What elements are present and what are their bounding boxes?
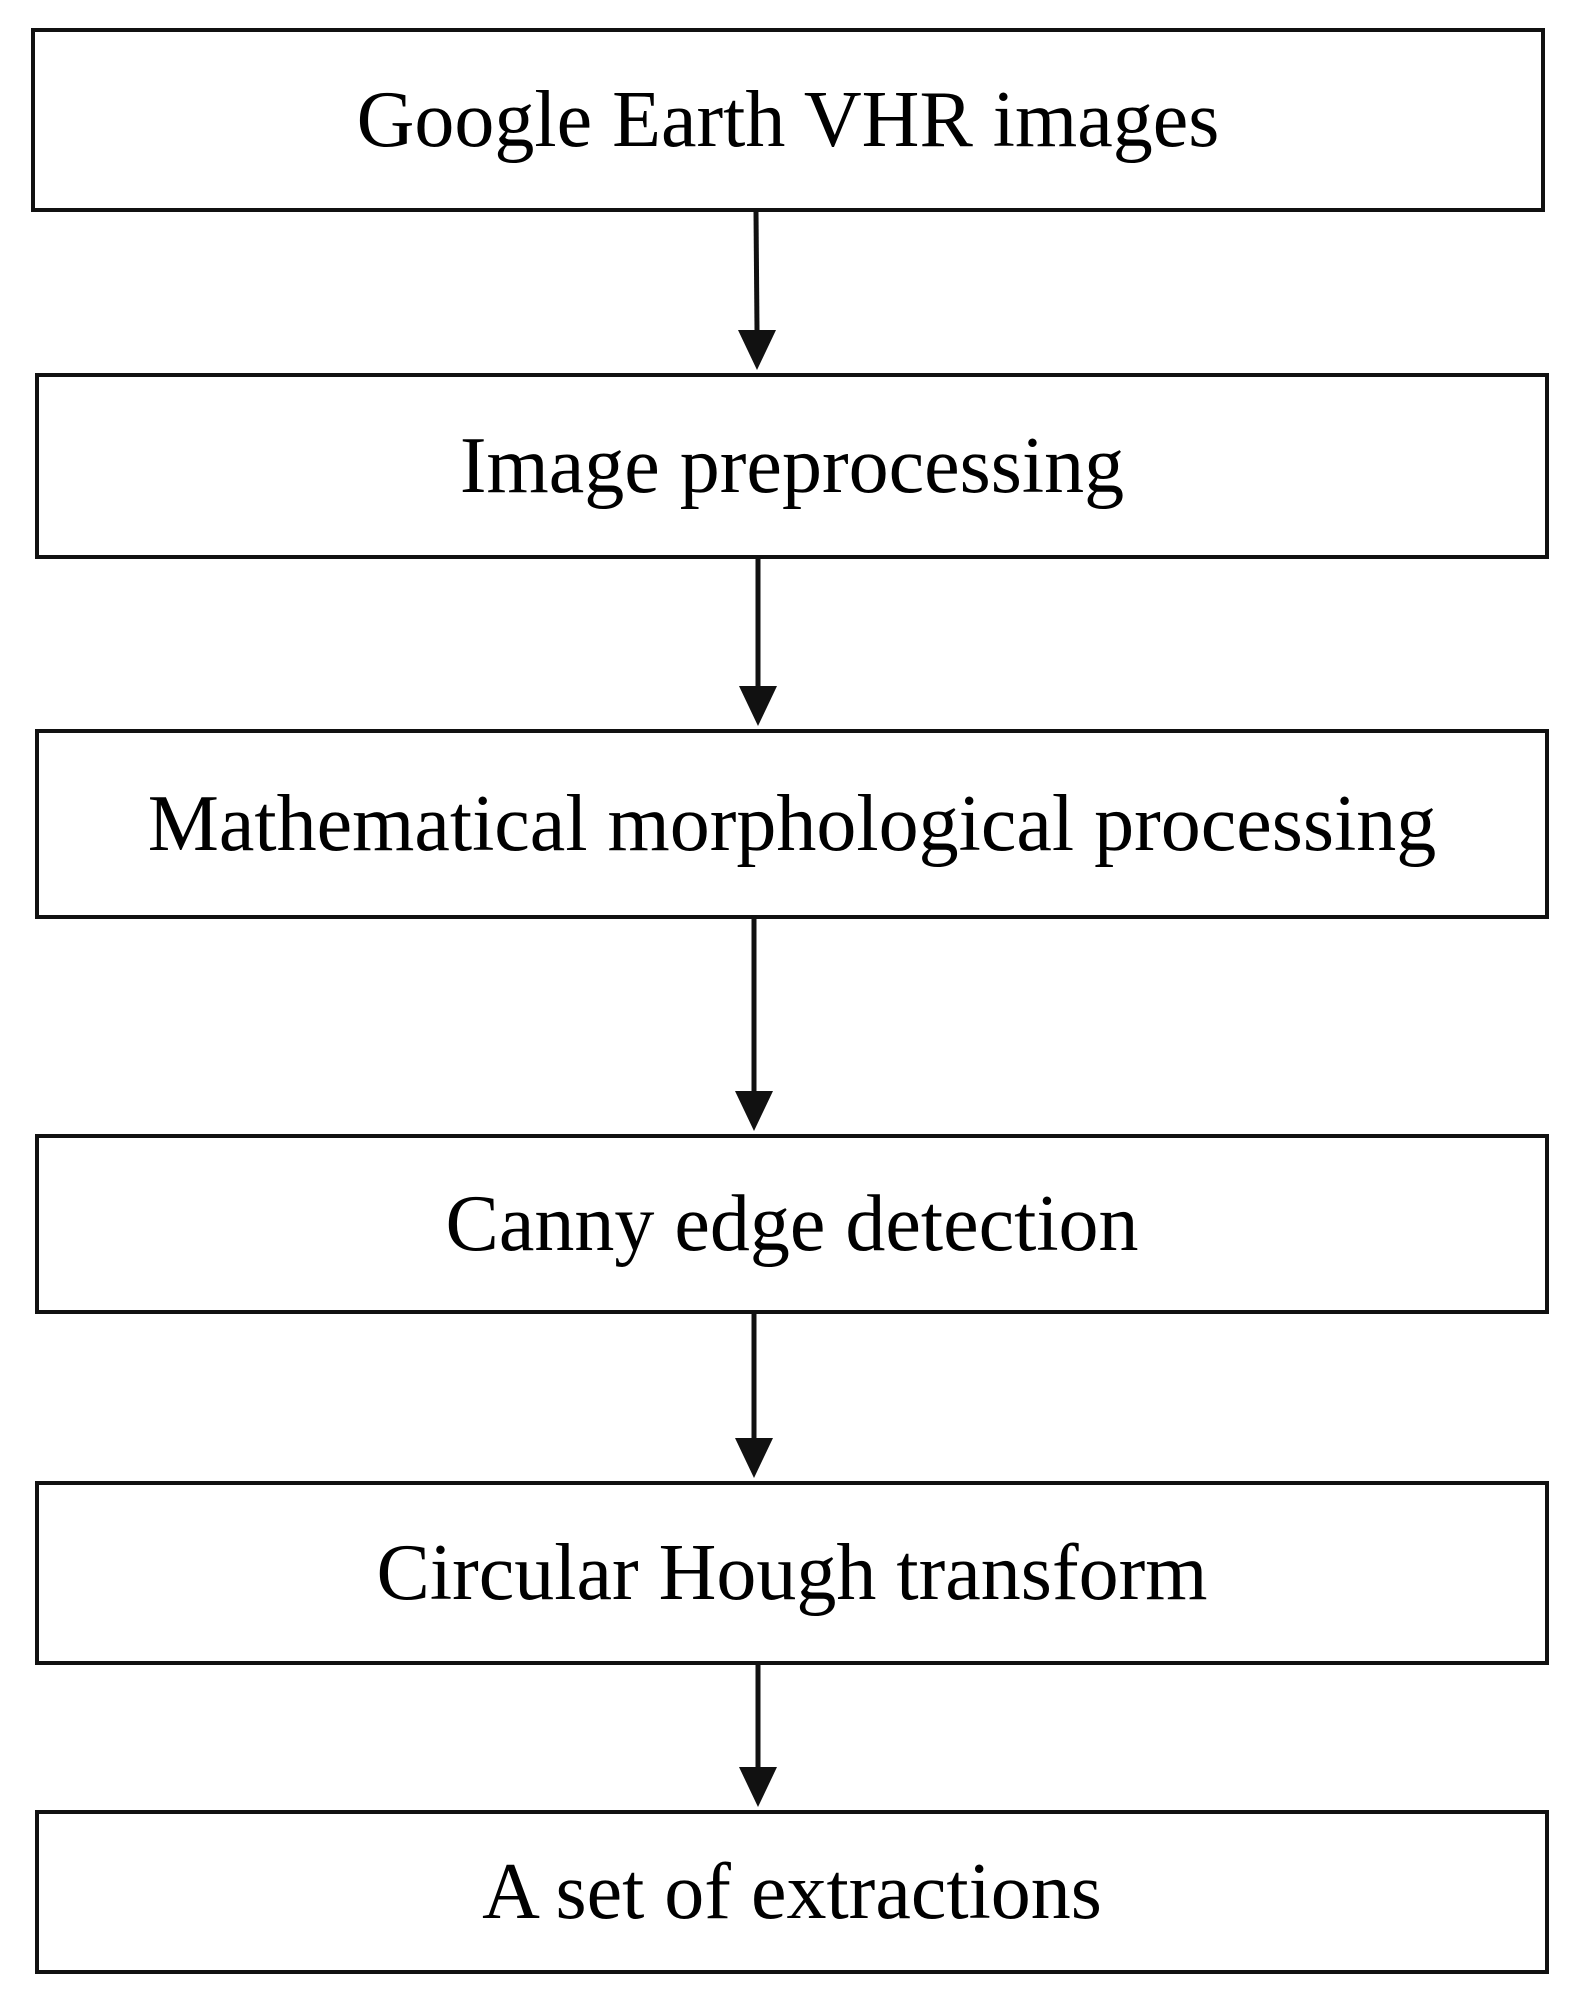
step-box-image-preprocessing: Image preprocessing	[35, 373, 1549, 559]
arrow-1-to-2	[739, 559, 777, 726]
step-label: A set of extractions	[482, 1848, 1102, 1936]
step-box-canny-edge-detection: Canny edge detection	[35, 1134, 1549, 1314]
arrow-2-to-3	[735, 919, 773, 1131]
step-label: Image preprocessing	[459, 422, 1125, 510]
arrow-0-to-1	[738, 211, 776, 370]
step-box-google-earth-vhr-images: Google Earth VHR images	[31, 28, 1545, 212]
step-label: Canny edge detection	[445, 1180, 1139, 1268]
arrow-4-to-5	[739, 1665, 777, 1807]
step-box-a-set-of-extractions: A set of extractions	[35, 1810, 1549, 1974]
step-label: Circular Hough transform	[376, 1529, 1208, 1617]
step-label: Google Earth VHR images	[356, 76, 1220, 164]
step-box-circular-hough-transform: Circular Hough transform	[35, 1481, 1549, 1665]
step-box-mathematical-morphological-processing: Mathematical morphological processing	[35, 729, 1549, 919]
step-label: Mathematical morphological processing	[147, 780, 1437, 868]
arrow-3-to-4	[735, 1314, 773, 1478]
